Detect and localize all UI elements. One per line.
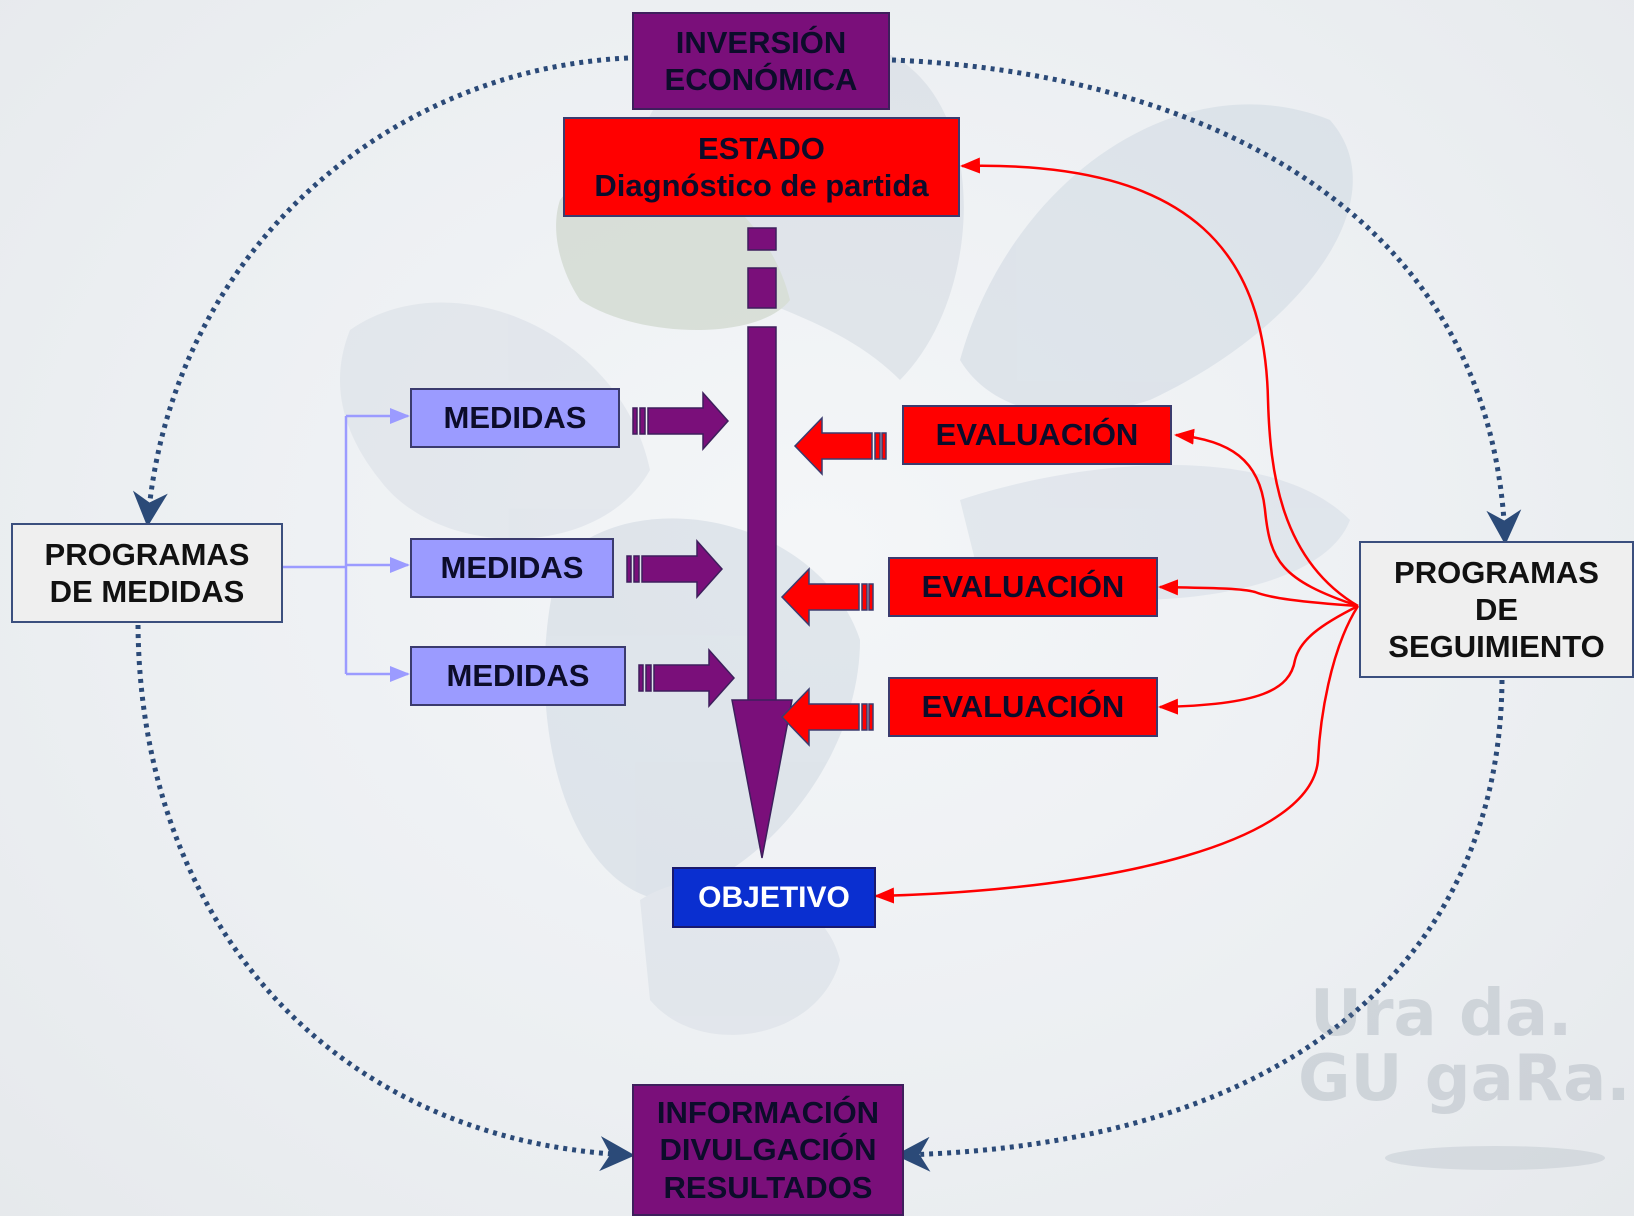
estado-line-1: ESTADO: [698, 130, 825, 166]
programas-seguimiento-line-1: PROGRAMAS: [1394, 554, 1599, 590]
informacion-line-2: DIVULGACIÓN: [659, 1132, 877, 1168]
medidas-box-2: MEDIDAS: [410, 538, 614, 598]
feedback-to-evaluacion-3: [1158, 604, 1359, 715]
watermark-line-2: GU gaRa.: [1298, 1042, 1631, 1116]
informacion-box: INFORMACIÓN DIVULGACIÓN RESULTADOS: [632, 1084, 904, 1216]
medidas-push-arrows: [626, 391, 736, 708]
evaluacion-push-arrows: [780, 416, 887, 747]
medidas-label-2: MEDIDAS: [440, 550, 584, 586]
evaluacion-arrow-3: [780, 687, 874, 747]
estado-box: ESTADO Diagnóstico de partida: [563, 117, 960, 217]
programas-medidas-line-2: DE MEDIDAS: [49, 574, 245, 609]
medidas-box-3: MEDIDAS: [410, 646, 626, 706]
informacion-line-3: RESULTADOS: [663, 1169, 873, 1205]
evaluacion-box-2: EVALUACIÓN: [888, 557, 1158, 617]
main-progress-arrow: [731, 227, 793, 859]
programas-medidas-box: PROGRAMAS DE MEDIDAS: [11, 523, 283, 623]
medidas-connectors: [283, 408, 410, 682]
evaluacion-label-3: EVALUACIÓN: [921, 689, 1125, 725]
programas-seguimiento-line-3: SEGUIMIENTO: [1388, 629, 1605, 665]
medidas-arrow-1: [632, 391, 730, 451]
medidas-label-1: MEDIDAS: [443, 400, 587, 436]
feedback-to-estado: [960, 157, 1359, 608]
watermark-logo: Ura da. GU gaRa.: [1298, 977, 1631, 1170]
feedback-to-objetivo: [874, 605, 1360, 904]
evaluacion-label-1: EVALUACIÓN: [935, 417, 1139, 453]
medidas-label-3: MEDIDAS: [446, 658, 590, 694]
evaluacion-label-2: EVALUACIÓN: [921, 569, 1125, 605]
inversion-line-2: ECONÓMICA: [664, 62, 858, 97]
medidas-arrow-3: [638, 648, 736, 708]
evaluacion-arrow-1: [793, 416, 887, 476]
feedback-to-evaluacion-2: [1158, 579, 1359, 608]
seguimiento-feedback-lines: [874, 157, 1360, 904]
inversion-line-1: INVERSIÓN: [675, 24, 847, 60]
medidas-box-1: MEDIDAS: [410, 388, 620, 448]
cycle-arrow-to-programas-medidas: [132, 55, 629, 527]
estado-line-2: Diagnóstico de partida: [594, 168, 929, 203]
objetivo-label: OBJETIVO: [698, 880, 850, 914]
evaluacion-arrow-2: [780, 567, 874, 627]
informacion-line-1: INFORMACIÓN: [656, 1095, 880, 1131]
evaluacion-box-1: EVALUACIÓN: [902, 405, 1172, 465]
inversion-economica-box: INVERSIÓN ECONÓMICA: [632, 12, 890, 110]
medidas-arrow-2: [626, 539, 724, 599]
evaluacion-box-3: EVALUACIÓN: [888, 677, 1158, 737]
watermark-line-1: Ura da.: [1310, 977, 1572, 1051]
programas-seguimiento-box: PROGRAMAS DE SEGUIMIENTO: [1359, 541, 1634, 678]
feedback-to-evaluacion-1: [1174, 428, 1359, 608]
programas-medidas-line-1: PROGRAMAS: [44, 536, 250, 572]
programas-seguimiento-line-2: DE: [1474, 591, 1519, 627]
cycle-arrow-to-programas-seguimiento: [891, 57, 1522, 545]
objetivo-box: OBJETIVO: [672, 867, 876, 928]
